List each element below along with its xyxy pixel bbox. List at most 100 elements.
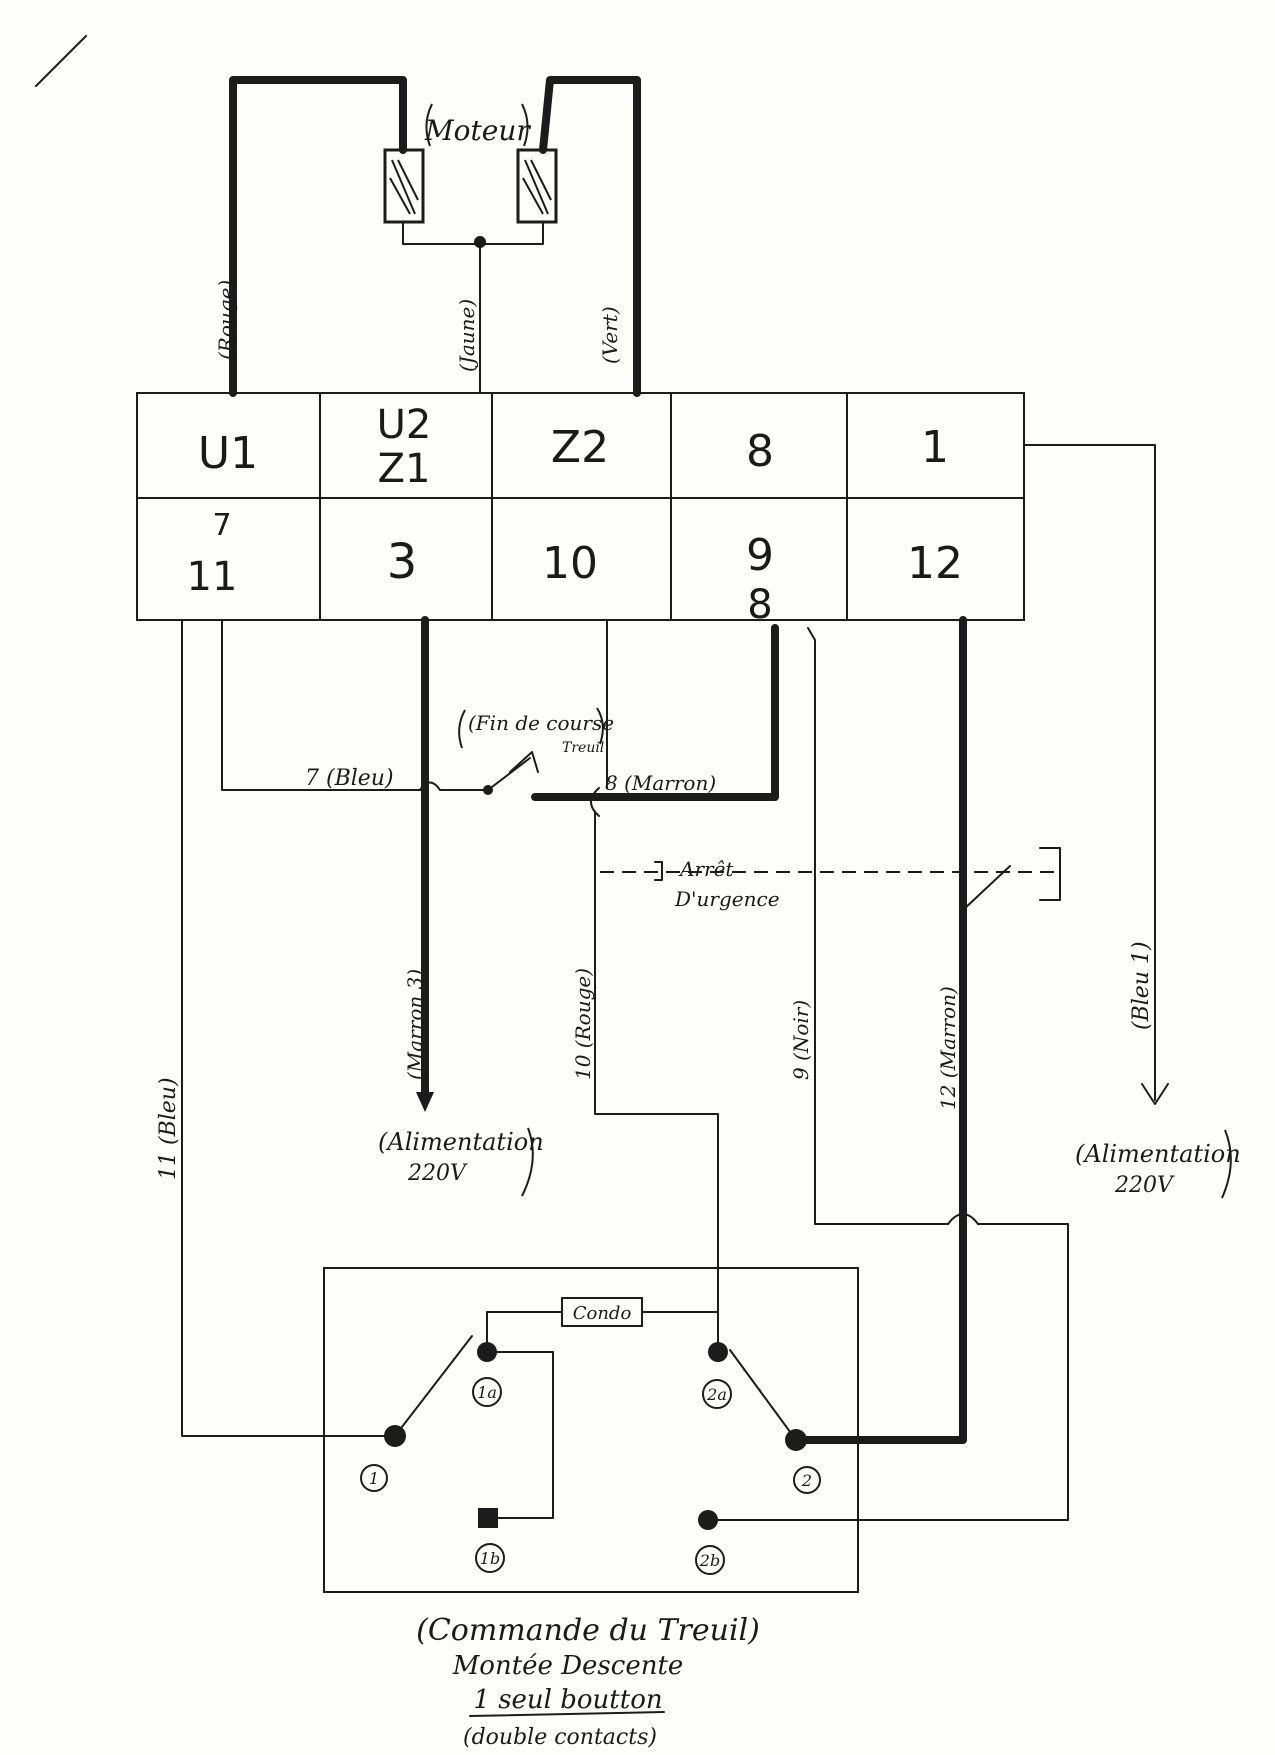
- terminal-label-2a: 2a: [706, 1385, 727, 1404]
- motor-label: Moteur: [424, 114, 531, 147]
- terminal-block: U1 U2 Z1 Z2 8 1 7 11 3 10 9 8 12: [136, 392, 1025, 628]
- wire-3-arrow: [416, 1092, 434, 1112]
- condo-wire-left: [486, 1311, 563, 1343]
- terminal-12: 12: [907, 538, 963, 589]
- wire-9-to-2b: [715, 1223, 1069, 1521]
- wire-10-bridge: [590, 787, 600, 817]
- terminal-8-bottom: 8: [747, 582, 772, 628]
- limit-switch-lever: [487, 757, 531, 791]
- power-left-label: (Alimentation: [378, 1128, 544, 1156]
- power-right-voltage: 220V: [1114, 1173, 1175, 1198]
- label-10-rouge: 10 (Rouge): [571, 968, 595, 1080]
- label-jaune: (Jaune): [455, 299, 479, 372]
- caption-line2: Montée Descente: [452, 1651, 684, 1681]
- badge-1a: [472, 1377, 502, 1407]
- limit-switch-paren: [458, 709, 466, 749]
- wire-12-marron: [796, 616, 967, 1444]
- wire-8-marron: [531, 624, 779, 801]
- terminal-label-2b: 2b: [699, 1551, 720, 1570]
- label-8-marron: 8 (Marron): [605, 771, 716, 795]
- power-supply-left: (Alimentation 220V: [378, 1127, 544, 1197]
- emergency-stop-bracket: [654, 861, 663, 881]
- terminal-label-2: 2: [801, 1471, 812, 1490]
- limit-switch-label: (Fin de course: [468, 711, 614, 735]
- terminal-z2: Z2: [551, 422, 609, 473]
- terminal-8-top: 8: [746, 426, 774, 477]
- contact-1b: [478, 1508, 498, 1528]
- wire-vert-z2: [539, 76, 641, 397]
- control-box: Condo 1a 2a 1 2 1b 2b: [323, 1267, 859, 1593]
- contact-2b: [698, 1510, 718, 1530]
- terminal-z1: Z1: [378, 446, 431, 492]
- winding-hatch-left: [389, 159, 419, 215]
- wire-7-bleu: [221, 619, 421, 791]
- badge-1b: [475, 1543, 505, 1573]
- power-right-paren: [1221, 1129, 1232, 1199]
- contact-1a: [477, 1342, 497, 1362]
- emergency-stop-contact: [962, 865, 1011, 911]
- corner-mark: [35, 35, 87, 87]
- terminal-label-1a: 1a: [477, 1383, 497, 1402]
- power-supply-right: (Alimentation 220V: [1075, 1129, 1241, 1199]
- label-9-noir: 9 (Noir): [789, 1000, 813, 1080]
- wire-1-bleu: [1023, 444, 1156, 1101]
- badge-2a: [702, 1379, 732, 1409]
- power-left-paren: [521, 1127, 534, 1197]
- motor-common-link: [402, 221, 544, 245]
- label-11-bleu: 11 (Bleu): [156, 1077, 181, 1180]
- terminal-block-frame: [136, 392, 1025, 621]
- terminal-u2: U2: [377, 402, 432, 448]
- wire-10-rouge: [594, 811, 719, 1319]
- label-marron-3: (Marron 3): [403, 969, 427, 1080]
- power-right-label: (Alimentation: [1075, 1140, 1241, 1168]
- control-box-frame: [323, 1267, 859, 1593]
- contact-2a: [708, 1342, 728, 1362]
- motor-paren-right: [521, 103, 529, 147]
- link-1a-1b: [496, 1351, 554, 1519]
- terminal-9: 9: [746, 530, 774, 581]
- limit-switch: (Fin de course Treuil: [458, 707, 614, 795]
- caption-line3: 1 seul boutton: [473, 1685, 662, 1715]
- power-left-voltage: 220V: [407, 1161, 468, 1186]
- switch-arm-1: [394, 1335, 473, 1437]
- winding-hatch-right: [522, 159, 552, 215]
- label-rouge: (Rouge): [214, 280, 238, 360]
- switch-arm-2: [729, 1349, 797, 1441]
- limit-switch-paren-right: [596, 707, 604, 745]
- terminal-7: 7: [212, 508, 231, 543]
- caption-line4: (double contacts): [463, 1725, 657, 1750]
- badge-2: [793, 1466, 821, 1494]
- emergency-stop-actuator: [1039, 847, 1061, 901]
- caption: (Commande du Treuil) Montée Descente 1 s…: [416, 1613, 760, 1750]
- terminal-11: 11: [187, 554, 238, 600]
- terminal-10: 10: [542, 538, 598, 589]
- motor-paren-left: [425, 103, 433, 147]
- limit-switch-sublabel: Treuil: [562, 740, 604, 756]
- label-12-marron: 12 (Marron): [936, 986, 960, 1110]
- label-7-bleu: 7 (Bleu): [305, 766, 394, 791]
- terminal-3: 3: [387, 534, 418, 590]
- wire-rouge-u1: [229, 76, 407, 397]
- label-bleu-1: (Bleu 1): [1129, 941, 1154, 1030]
- wire-9-noir: [807, 627, 949, 1225]
- caption-title: (Commande du Treuil): [416, 1613, 760, 1648]
- terminal-1: 1: [921, 422, 949, 473]
- emergency-stop-label: Arrêt: [678, 857, 734, 881]
- badge-2b: [695, 1545, 725, 1575]
- motor-winding-right: [516, 148, 558, 224]
- label-vert: (Vert): [598, 306, 622, 364]
- condo-wire-right: [641, 1311, 719, 1343]
- badge-1: [360, 1464, 388, 1492]
- motor: Moteur: [383, 103, 558, 248]
- terminal-u1: U1: [198, 428, 258, 479]
- terminal-label-1: 1: [369, 1469, 379, 1488]
- caption-underline: [469, 1711, 665, 1717]
- condo-label: Condo: [573, 1303, 632, 1324]
- limit-switch-roller: [509, 751, 539, 773]
- wire-11-bleu: [181, 619, 396, 1437]
- emergency-stop-sublabel: D'urgence: [674, 887, 780, 911]
- terminal-label-1b: 1b: [480, 1549, 500, 1568]
- wire-1-arrow: [1141, 1083, 1169, 1105]
